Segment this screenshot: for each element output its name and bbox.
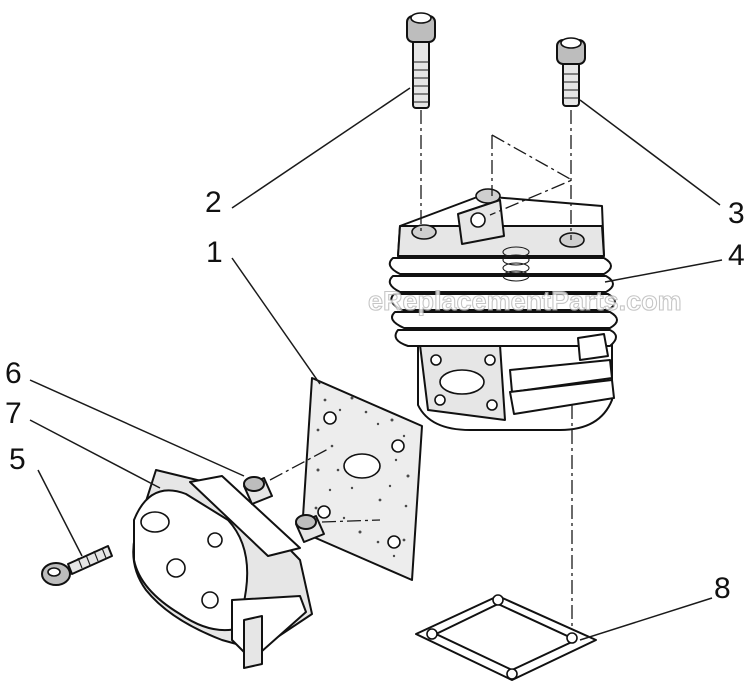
spark-plug-spring <box>502 246 530 282</box>
part-6-dowel-sleeves <box>243 476 325 543</box>
callout-7: 7 <box>5 397 22 430</box>
watermark-text: eReplacementParts.com <box>368 286 682 316</box>
callout-3: 3 <box>728 197 745 230</box>
part-3-cylinder-bolt <box>556 37 586 107</box>
leader-line-4 <box>604 259 723 283</box>
callout-4: 4 <box>728 239 745 272</box>
callout-5: 5 <box>9 443 26 476</box>
part-2-cylinder-bolt <box>406 12 436 109</box>
part-7-intake-insulator <box>132 469 313 669</box>
leader-line-1 <box>231 257 321 385</box>
callout-8: 8 <box>714 572 731 605</box>
leader-line-5 <box>37 469 83 557</box>
callout-6: 6 <box>5 357 22 390</box>
alignment-line-dowel-lower <box>321 519 381 523</box>
leader-line-7 <box>29 419 161 489</box>
part-5-screw <box>41 545 113 586</box>
alignment-line-dowel-upper <box>269 447 331 481</box>
leader-line-6 <box>29 379 245 477</box>
callout-1: 1 <box>206 236 223 269</box>
leader-line-2 <box>231 87 411 209</box>
leader-line-3 <box>579 99 721 206</box>
callout-2: 2 <box>205 186 222 219</box>
leader-line-8 <box>579 597 713 641</box>
part-1-gasket <box>301 377 423 581</box>
part-4-cylinder <box>388 188 618 431</box>
part-8-base-gasket <box>415 594 597 681</box>
alignment-line-top-bracket <box>489 134 574 216</box>
